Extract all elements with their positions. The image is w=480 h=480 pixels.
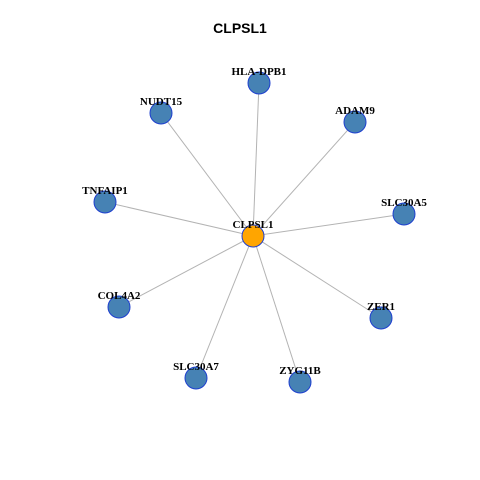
node-col4a2 xyxy=(107,295,131,319)
edge-clpsl1-hla-dpb1 xyxy=(252,82,260,237)
node-label-col4a2: COL4A2 xyxy=(98,290,141,302)
edge-clpsl1-zyg11b xyxy=(252,235,301,383)
node-slc30a7 xyxy=(184,366,208,390)
node-label-slc30a7: SLC30A7 xyxy=(173,361,219,373)
node-label-zer1: ZER1 xyxy=(367,301,395,313)
edge-clpsl1-zer1 xyxy=(252,235,382,319)
node-label-slc30a5: SLC30A5 xyxy=(381,197,427,209)
edge-clpsl1-slc30a7 xyxy=(195,235,254,379)
node-tnfaip1 xyxy=(93,190,117,214)
node-slc30a5 xyxy=(392,202,416,226)
node-label-adam9: ADAM9 xyxy=(335,105,375,117)
node-zyg11b xyxy=(288,370,312,394)
edge-clpsl1-slc30a5 xyxy=(252,213,405,237)
node-label-hla-dpb1: HLA-DPB1 xyxy=(232,66,287,78)
node-label-tnfaip1: TNFAIP1 xyxy=(82,185,128,197)
node-nudt15 xyxy=(149,101,173,125)
node-hla-dpb1 xyxy=(247,71,271,95)
edge-layer xyxy=(104,82,405,383)
edge-clpsl1-col4a2 xyxy=(118,235,254,308)
edge-clpsl1-nudt15 xyxy=(160,112,254,237)
node-label-nudt15: NUDT15 xyxy=(140,96,183,108)
node-label-zyg11b: ZYG11B xyxy=(279,365,321,377)
edge-clpsl1-tnfaip1 xyxy=(104,201,254,237)
node-clpsl1 xyxy=(241,224,265,248)
node-label-clpsl1: CLPSL1 xyxy=(233,219,274,231)
node-zer1 xyxy=(369,306,393,330)
figure-title: CLPSL1 xyxy=(213,20,267,36)
node-adam9 xyxy=(343,110,367,134)
edge-clpsl1-adam9 xyxy=(252,121,356,237)
